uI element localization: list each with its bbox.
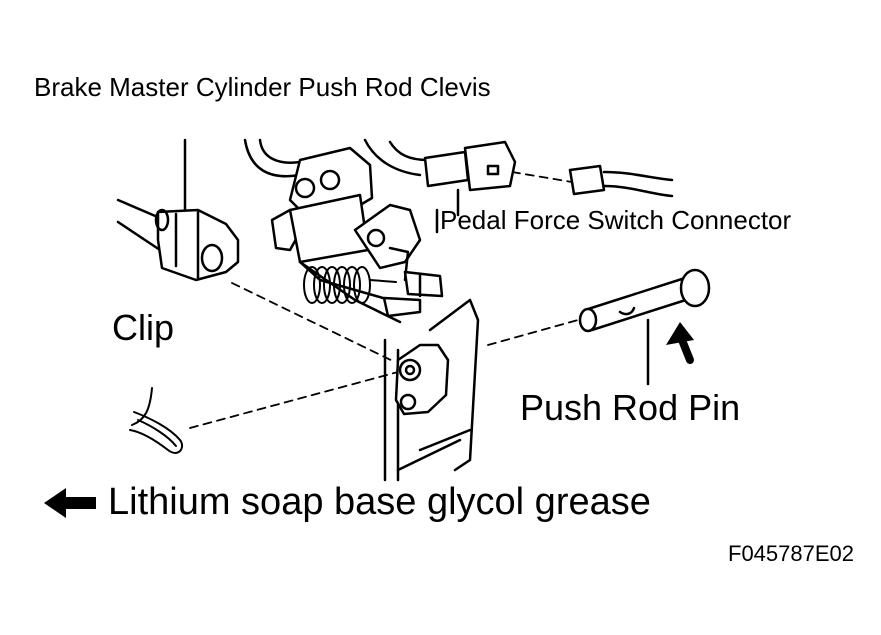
- clevis-label: Brake Master Cylinder Push Rod Clevis: [34, 72, 491, 102]
- dashed-alignment-lines: [189, 171, 579, 429]
- push-rod-pin: [578, 268, 711, 333]
- up-arrow-icon: [666, 322, 694, 364]
- clip-label: Clip: [112, 307, 175, 348]
- push-rod-pin-label: Push Rod Pin: [520, 387, 741, 428]
- leader-lines: [183, 138, 650, 386]
- stud-nut: [382, 270, 444, 318]
- left-arrow-icon: [44, 488, 96, 518]
- grease-legend-label: Lithium soap base glycol grease: [108, 481, 651, 523]
- connector-label: Pedal Force Switch Connector: [440, 205, 792, 235]
- pedal-arm: [383, 298, 480, 482]
- pedal-force-switch-connector: [423, 140, 674, 198]
- clip-part: [129, 387, 184, 454]
- figure-code: F045787E02: [728, 541, 854, 566]
- pedal-force-switch-bracket: [243, 138, 430, 324]
- return-spring: [303, 266, 397, 304]
- push-rod-clevis: [116, 198, 240, 282]
